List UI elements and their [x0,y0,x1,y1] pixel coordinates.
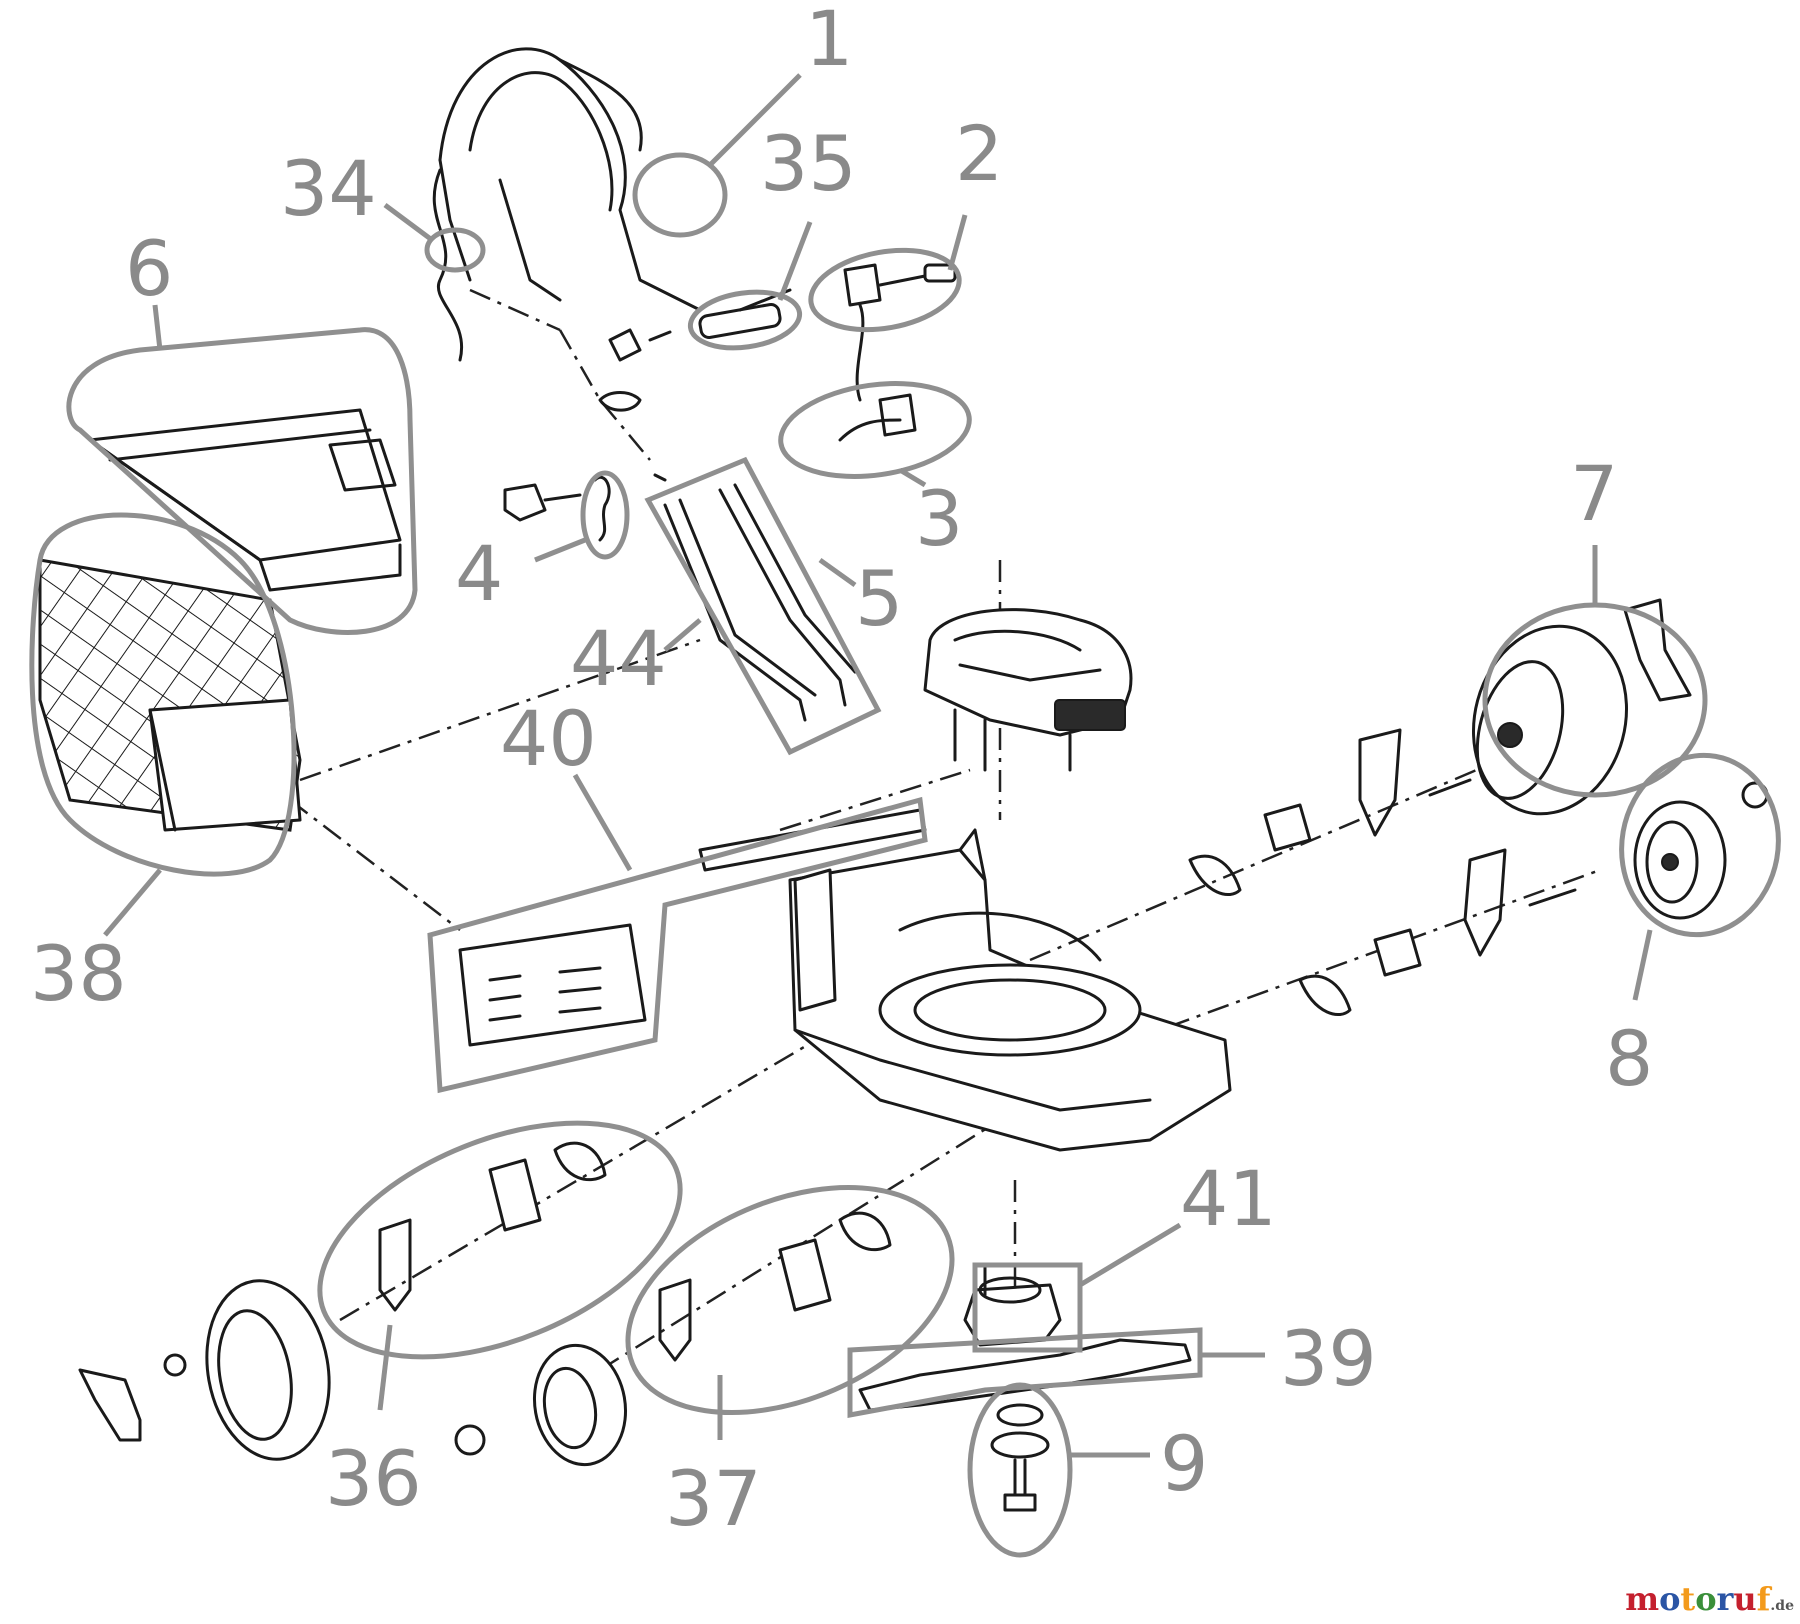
watermark-letter: t [1680,1580,1696,1618]
rear-wheel-right [1471,598,1692,816]
callout-8: 8 [1605,1014,1653,1103]
engine [923,608,1133,772]
callout-39: 39 [1280,1314,1377,1403]
callout-36: 36 [325,1434,422,1523]
callout-41: 41 [1180,1154,1277,1243]
rear-flap-assembly [458,808,927,1047]
watermark-letter: o [1659,1580,1681,1618]
front-height-adjuster [1298,848,1577,1016]
callout-37: 37 [665,1454,762,1543]
front-left-adjuster [658,1211,892,1362]
rear-height-adjuster [1188,728,1472,896]
rear-wheel-left [78,1279,331,1461]
front-wheel-right [1633,781,1769,920]
callout-38: 38 [30,929,127,1018]
callout-labels: 1 2 3 4 5 6 7 8 9 34 35 36 37 38 39 40 4… [30,0,1653,1543]
callout-35: 35 [760,119,857,208]
front-wheel-left [454,1343,628,1467]
callout-44: 44 [570,614,667,703]
callout-4: 4 [455,529,503,618]
grass-bag-frame [88,408,402,592]
watermark-letter: u [1733,1580,1757,1618]
callout-6: 6 [125,224,173,313]
lower-handle-bars [663,483,857,722]
fastener-clips [598,328,672,482]
callout-40: 40 [500,694,597,783]
callout-shapes [29,73,1781,1558]
handle-lever [698,288,792,340]
watermark-letter: f [1756,1580,1771,1618]
cable-housing [838,393,917,442]
watermark-logo: motoruf.de [1625,1580,1794,1618]
handle-knob [503,476,611,542]
watermark-letter: m [1625,1580,1660,1618]
rear-left-adjuster [378,1141,607,1312]
watermark-suffix: .de [1770,1598,1794,1614]
callout-9: 9 [1160,1419,1208,1508]
blade-bolt [990,1403,1050,1512]
upper-handle [438,47,702,312]
control-cable [432,168,464,362]
callout-7: 7 [1570,449,1618,538]
callout-2: 2 [955,109,1003,198]
callout-34: 34 [280,144,377,233]
callout-1: 1 [805,0,853,83]
cable-bracket [843,263,957,402]
watermark-letter: r [1716,1580,1734,1618]
blade-adapter [963,1263,1062,1347]
watermark-letter: o [1695,1580,1717,1618]
grass-bag-mesh [38,558,302,832]
callout-3: 3 [915,474,963,563]
callout-5: 5 [855,554,903,643]
mower-deck [788,828,1232,1152]
